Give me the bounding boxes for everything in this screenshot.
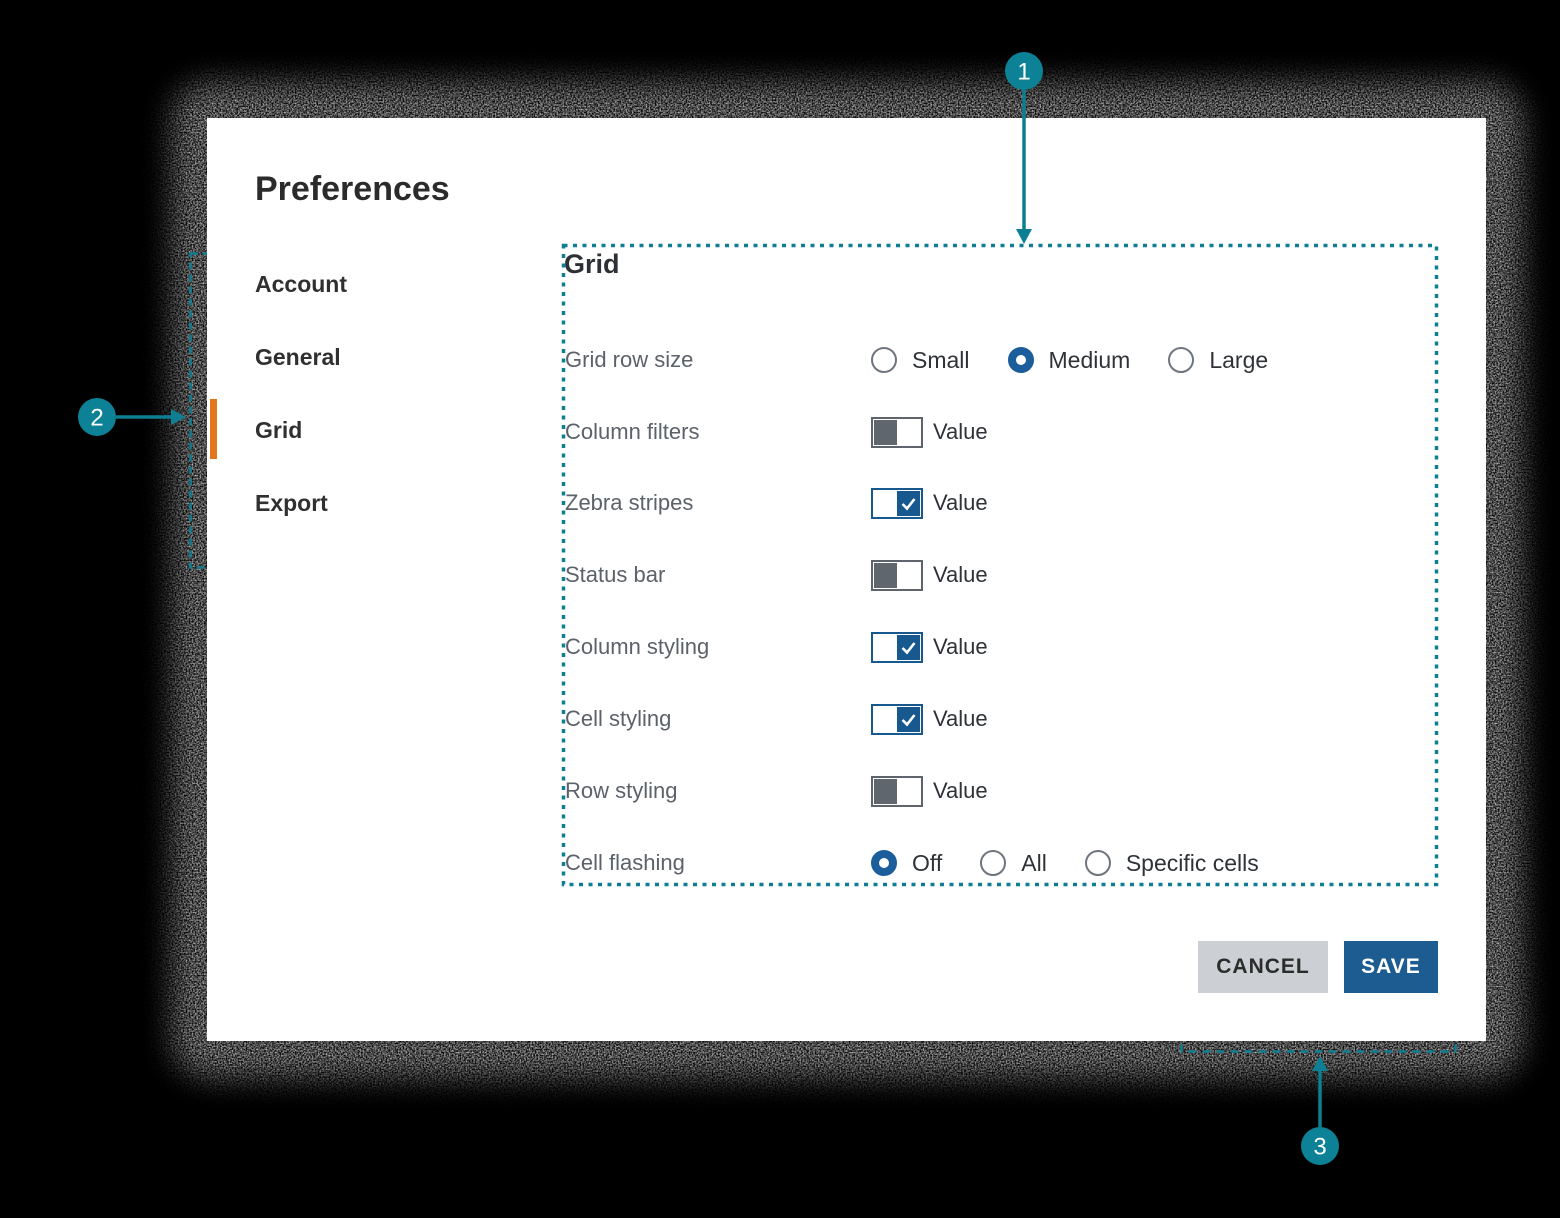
annotation-number-3: 3 — [1313, 1134, 1326, 1161]
settings-panel: Grid Grid row size Small Medium Large — [563, 245, 1437, 885]
radio-circle — [1084, 850, 1111, 876]
radio-option-specific-cells[interactable]: Specific cells — [1084, 850, 1259, 877]
annotation-number-1: 1 — [1017, 59, 1030, 86]
toggle-cell-styling[interactable] — [871, 703, 923, 735]
radio-circle — [871, 850, 897, 876]
value-label: Value — [933, 634, 988, 659]
save-button[interactable]: SAVE — [1344, 941, 1438, 993]
toggle-zebra-stripes[interactable] — [871, 487, 923, 519]
radio-group-grid-row-size: Small Medium Large — [871, 342, 1268, 378]
setting-row-cell-flashing: Cell flashing Off All Specific cells — [563, 845, 1437, 881]
setting-label: Column filters — [565, 419, 700, 444]
value-label: Value — [933, 419, 988, 444]
value-label: Value — [933, 490, 988, 515]
panel-heading: Grid — [564, 249, 620, 279]
radio-circle — [1168, 347, 1195, 373]
annotation-circle-3 — [1301, 1127, 1339, 1165]
toggle-column-styling[interactable] — [871, 631, 923, 663]
annotation-circle-2 — [78, 398, 116, 436]
setting-row-status-bar: Status bar Value — [563, 557, 1437, 593]
radio-group-cell-flashing: Off All Specific cells — [871, 845, 1259, 881]
setting-row-column-styling: Column styling Value — [563, 629, 1437, 665]
checkmark-icon — [901, 641, 916, 654]
sidebar-item-general[interactable]: General — [255, 344, 341, 370]
setting-label: Row styling — [565, 778, 678, 803]
annotation-circle-1 — [1005, 52, 1043, 90]
radio-option-medium[interactable]: Medium — [1007, 347, 1130, 374]
page-title: Preferences — [255, 170, 450, 208]
arrowhead-right-icon — [171, 409, 186, 425]
toggle-knob — [897, 634, 920, 660]
value-label: Value — [933, 778, 988, 803]
sidebar-item-account[interactable]: Account — [255, 271, 347, 297]
setting-row-row-styling: Row styling Value — [563, 773, 1437, 809]
radio-option-all[interactable]: All — [980, 850, 1047, 877]
toggle-knob — [874, 419, 897, 445]
toggle-knob — [897, 490, 920, 516]
annotation-marker-3: 3 — [1301, 1056, 1339, 1165]
sidebar-item-export[interactable]: Export — [255, 490, 328, 516]
toggle-knob — [897, 706, 920, 732]
sidebar-item-grid[interactable]: Grid — [255, 417, 303, 443]
setting-label: Grid row size — [565, 347, 694, 372]
radio-circle — [1007, 347, 1034, 373]
toggle-status-bar[interactable] — [871, 559, 923, 591]
cancel-button[interactable]: CANCEL — [1198, 941, 1328, 993]
active-tab-indicator — [210, 399, 217, 459]
radio-circle — [871, 347, 897, 373]
annotation-number-2: 2 — [90, 405, 103, 432]
setting-label: Column styling — [565, 634, 710, 659]
checkmark-icon — [901, 713, 916, 726]
radio-option-small[interactable]: Small — [871, 347, 970, 374]
checkmark-icon — [901, 497, 916, 510]
setting-label: Status bar — [565, 562, 666, 587]
radio-option-off[interactable]: Off — [871, 850, 942, 877]
radio-circle — [980, 850, 1007, 876]
value-label: Value — [933, 706, 988, 731]
setting-label: Zebra stripes — [565, 490, 694, 515]
toggle-row-styling[interactable] — [871, 775, 923, 807]
setting-row-column-filters: Column filters Value — [563, 414, 1437, 450]
setting-label: Cell flashing — [565, 850, 685, 875]
radio-option-large[interactable]: Large — [1168, 347, 1268, 374]
preferences-card: Preferences Account General Grid Export … — [207, 118, 1486, 1041]
sidebar-nav: Account General Grid Export — [255, 248, 515, 540]
arrowhead-up-icon — [1312, 1056, 1328, 1071]
setting-label: Cell styling — [565, 706, 672, 731]
annotation-marker-2: 2 — [78, 398, 186, 436]
setting-row-grid-row-size: Grid row size Small Medium Large — [563, 342, 1437, 378]
toggle-column-filters[interactable] — [871, 416, 923, 448]
toggle-knob — [874, 562, 897, 588]
setting-row-cell-styling: Cell styling Value — [563, 701, 1437, 737]
setting-row-zebra-stripes: Zebra stripes Value — [563, 485, 1437, 521]
value-label: Value — [933, 562, 988, 587]
toggle-knob — [874, 778, 897, 804]
